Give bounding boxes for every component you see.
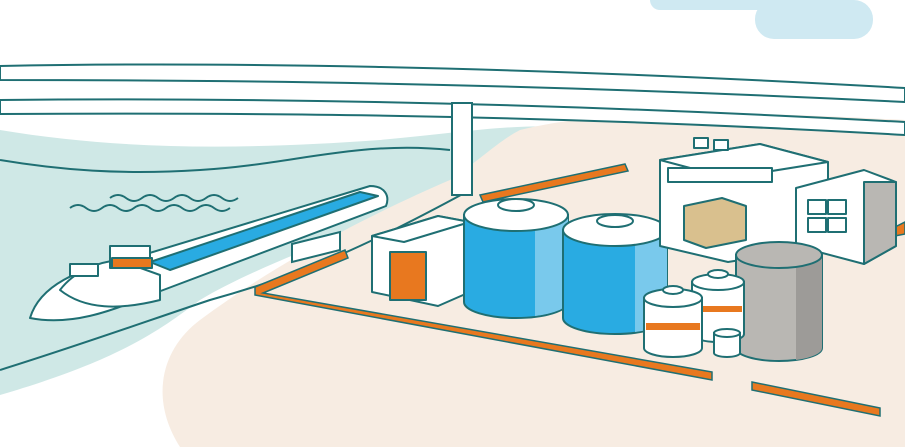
bridge-icon xyxy=(0,63,905,196)
tank-icon xyxy=(643,285,703,358)
tank-icon xyxy=(713,328,741,358)
cloud-icon xyxy=(650,0,873,39)
building-icon xyxy=(683,197,747,249)
fence xyxy=(254,163,905,417)
tank-icon xyxy=(735,241,823,362)
dock xyxy=(291,230,341,264)
tank-icon xyxy=(463,198,569,319)
wave-icon xyxy=(69,194,239,212)
building-icon xyxy=(371,215,471,307)
barge-icon xyxy=(29,185,389,322)
building-icon xyxy=(795,169,897,265)
